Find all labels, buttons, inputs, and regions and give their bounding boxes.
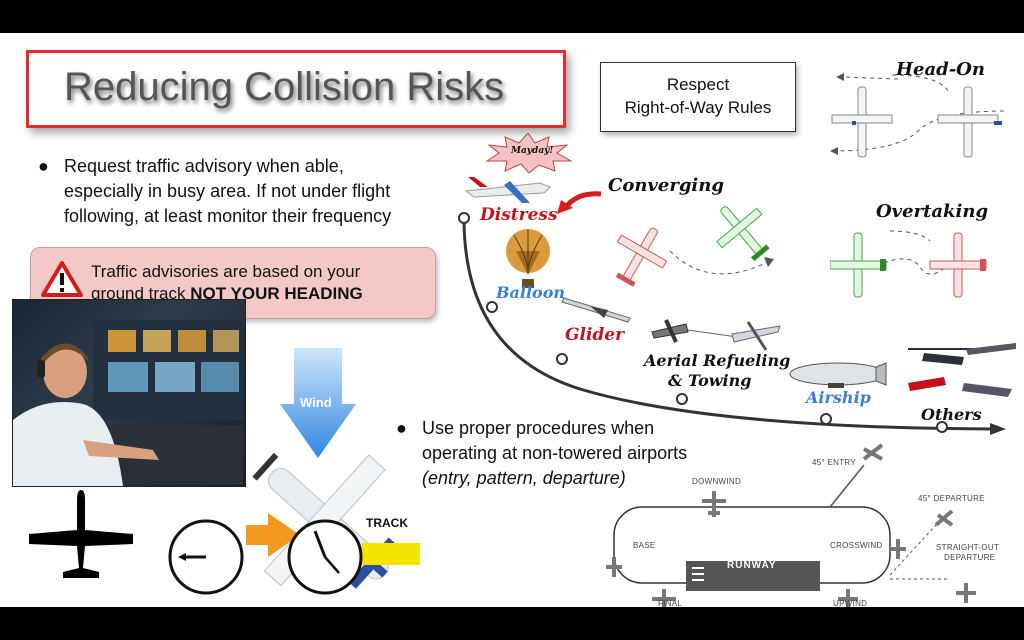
warning-plain: ground track [91,284,191,303]
pattern-crosswind: CROSSWIND [830,541,883,550]
curve-node [458,212,470,224]
curve-node [676,393,688,405]
overtaking-diagram [830,230,987,298]
other-aircraft-icon [908,343,1016,397]
bullet-dot: ● [396,418,407,438]
pattern-45-departure: 45° DEPARTURE [918,494,985,503]
cockpit-illustration [13,320,243,486]
curve-node [486,301,498,313]
overtaking-label: Overtaking [876,201,989,222]
others-label: Others [921,405,982,424]
pattern-upwind: UPWIND [833,599,868,607]
warning-line-2: ground track NOT YOUR HEADING [91,283,363,305]
right-of-way-box: Respect Right-of-Way Rules [600,62,796,132]
distress-label: Distress [480,205,558,225]
runway-label: RUNWAY [727,560,777,571]
airship-icon [789,362,887,388]
priority-curve [458,212,1006,435]
warning-emphasis: NOT YOUR HEADING [190,284,363,303]
wind-arrow-icon [280,348,356,458]
pattern-final: FINAL [658,599,683,607]
runway-icon [686,561,820,591]
towing-aircraft-icon [651,319,781,351]
refueling-label-line-2: & Towing [668,371,752,390]
balloon-label: Balloon [496,283,566,302]
bullet-line-italic: (entry, pattern, departure) [422,468,626,488]
curve-node [820,413,832,425]
traffic-pattern-diagram [606,443,976,607]
orange-arrow-icon [246,513,300,557]
heading-track-diagram [168,453,420,595]
curve-node [556,353,568,365]
bullet-dot: ● [38,156,49,176]
refueling-label-line-1: Aerial Refueling [644,351,791,370]
airship-label: Airship [806,388,871,407]
bullet-line: Request traffic advisory when able, [64,156,344,176]
bullet-traffic-advisory: ● Request traffic advisory when able, es… [38,154,438,234]
hot-air-balloon-icon [506,229,550,288]
wind-label: Wind [300,395,332,410]
red-curved-arrow-icon [557,191,602,214]
right-of-way-line-2: Right-of-Way Rules [624,98,772,117]
head-on-diagram [830,73,1005,158]
bullet-procedures: ● Use proper procedures when operating a… [396,416,716,496]
bullet-line: following, at least monitor their freque… [64,206,392,226]
pattern-downwind: DOWNWIND [692,477,742,486]
title-box: Reducing Collision Risks [26,50,566,128]
pilot-cockpit-photo [12,299,246,487]
pattern-45-entry: 45° ENTRY [812,458,856,467]
airplane-silhouette-icon [29,490,133,578]
warning-icon [41,261,83,297]
bullet-line: Use proper procedures when [422,418,655,438]
page-title: Reducing Collision Risks [64,65,505,109]
head-on-label: Head-On [896,59,985,80]
pattern-straight-out-2: DEPARTURE [944,553,996,562]
mayday-burst-icon [485,133,573,173]
slide: Reducing Collision Risks ● Request traff… [0,33,1024,607]
glider-label: Glider [565,325,625,345]
warning-line-1: Traffic advisories are based on your [91,262,361,281]
pattern-straight-out-1: STRAIGHT-OUT [936,543,1000,552]
glider-icon [561,297,631,323]
right-of-way-line-1: Respect [666,75,730,94]
distress-plane-icon [464,177,551,203]
bullet-line: especially in busy area. If not under fl… [64,181,391,201]
track-label: TRACK [366,516,408,530]
converging-diagram [615,206,774,287]
curve-node [936,421,948,433]
mayday-label: Mayday! [511,146,554,156]
converging-label: Converging [608,175,724,196]
warning-text: Traffic advisories are based on your gro… [91,261,363,305]
pattern-base: BASE [633,541,656,550]
bullet-line: operating at non-towered airports [422,443,688,463]
